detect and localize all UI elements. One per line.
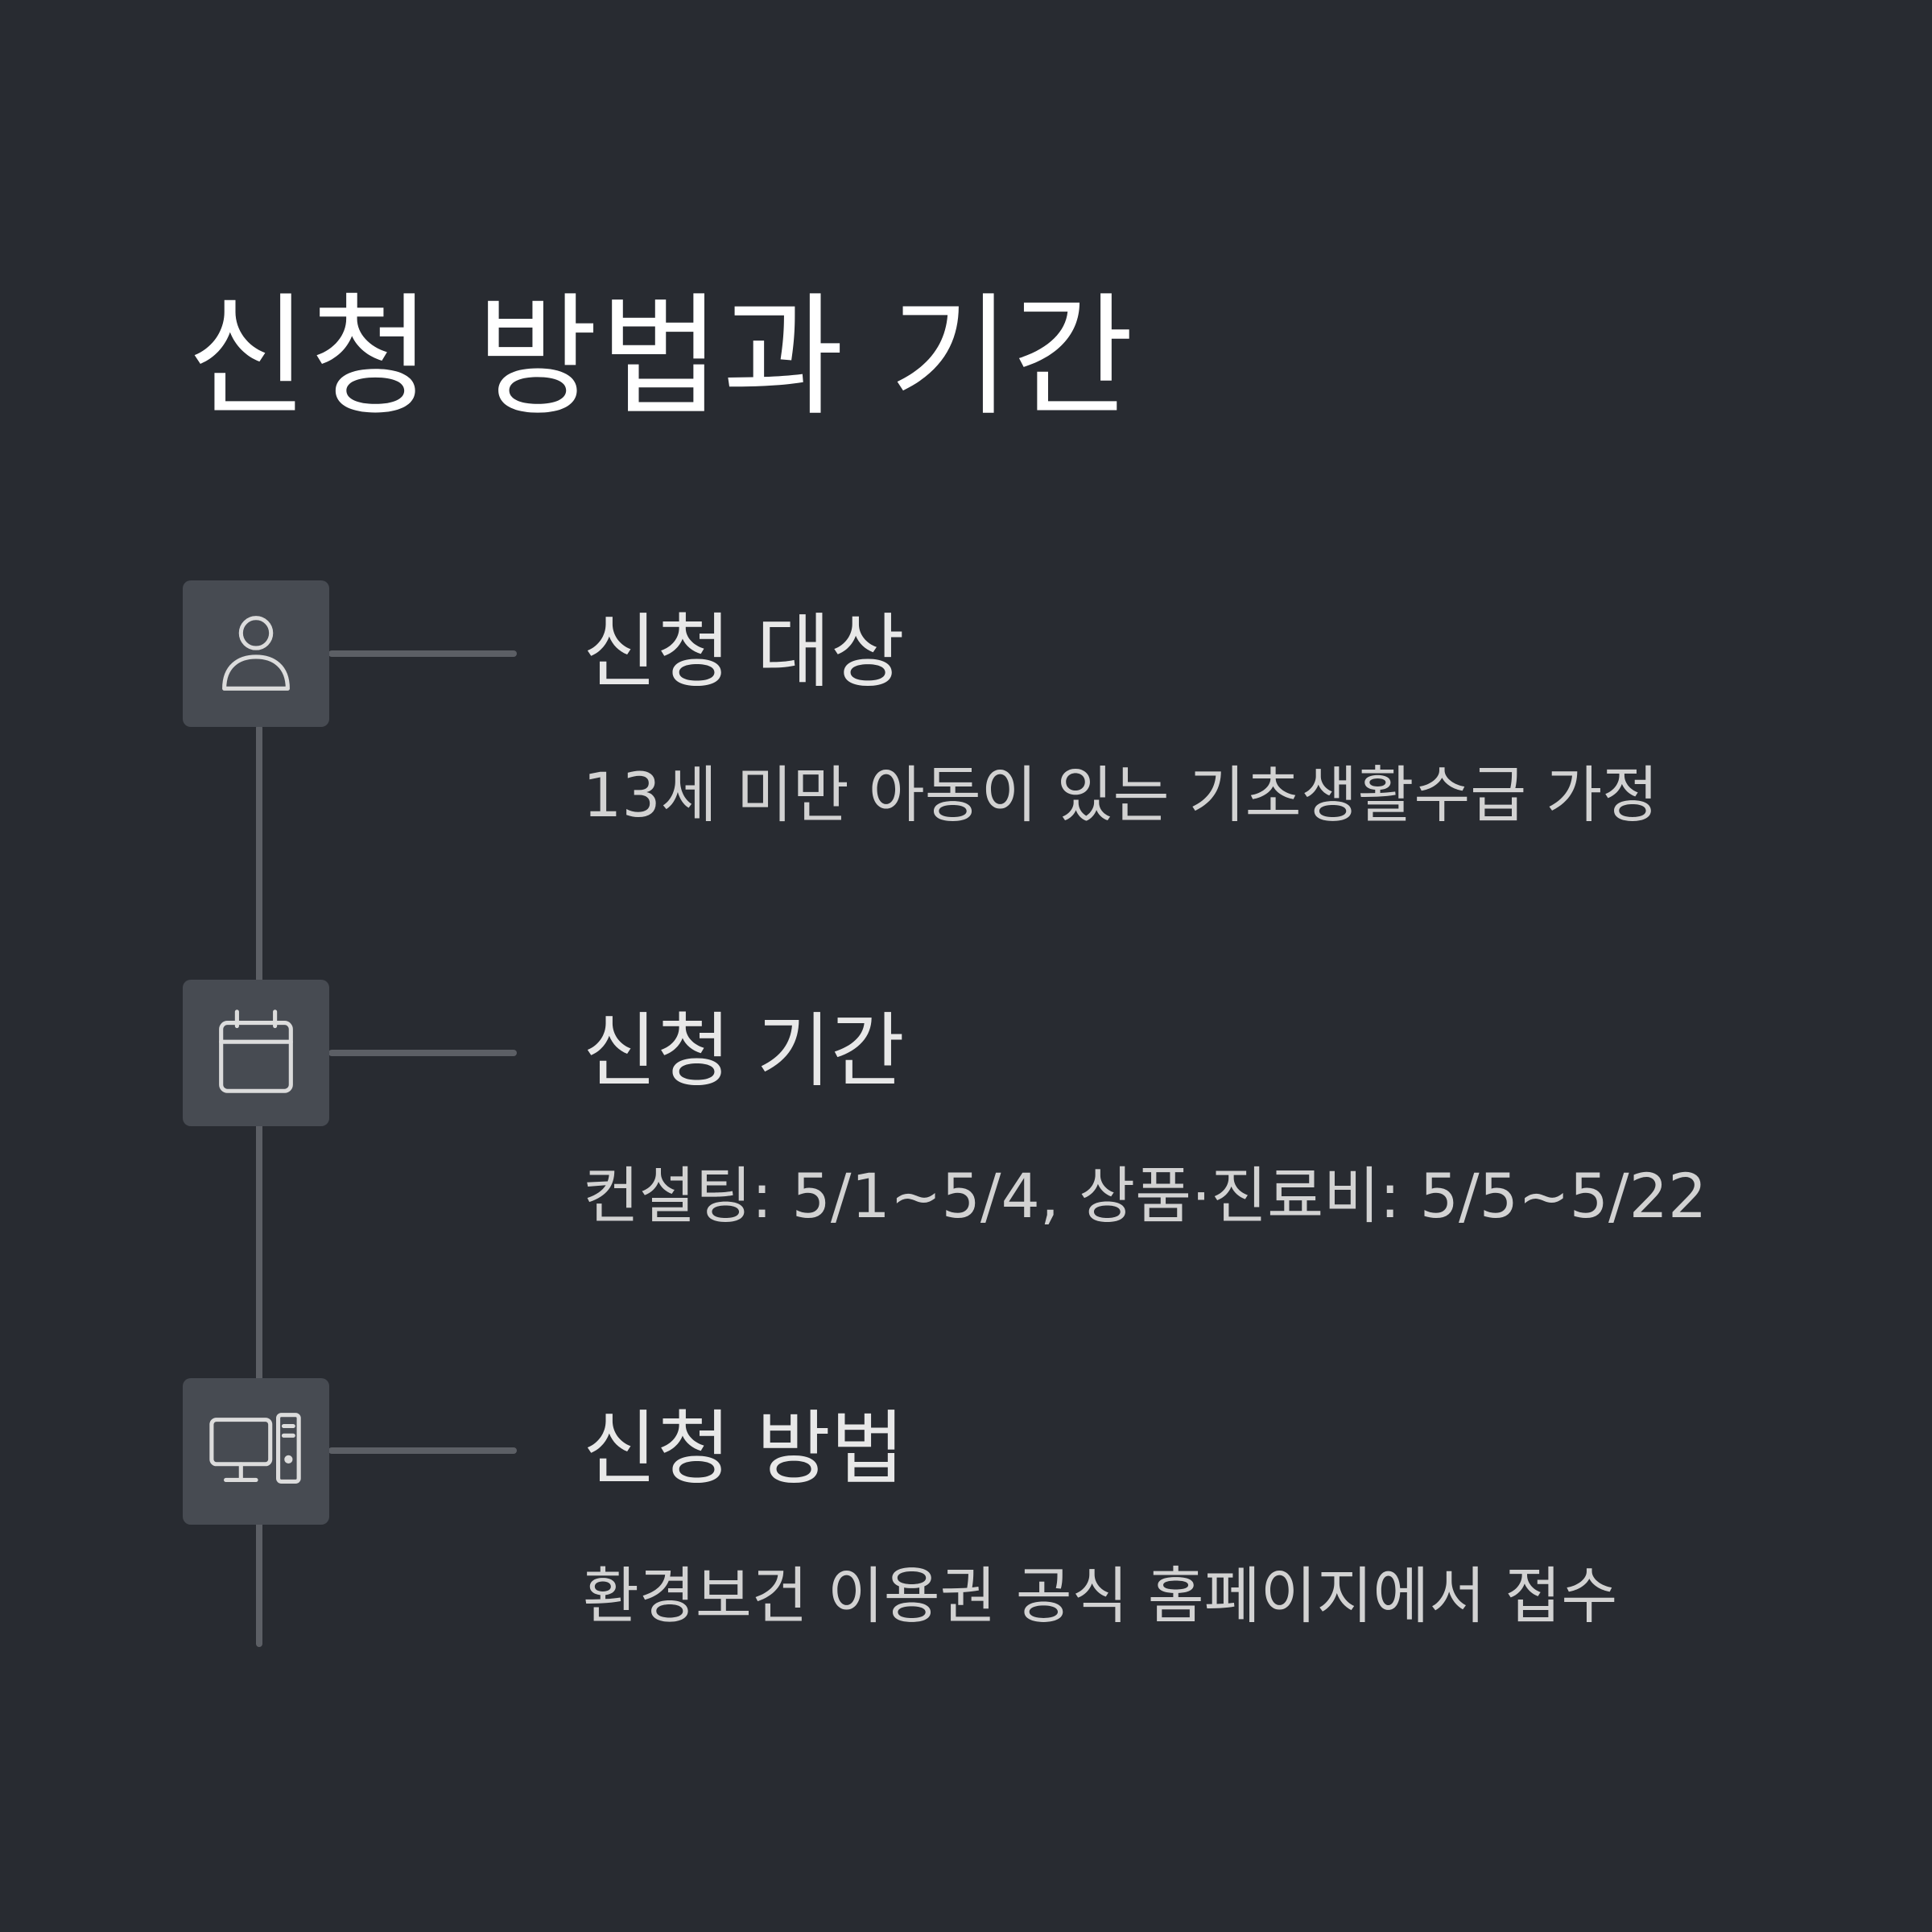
step-detail-method: 환경보건 이용권 공식 홈페이지에서 접수 <box>583 1560 1618 1632</box>
step-heading-target: 신청 대상 <box>583 605 905 699</box>
calendar-icon <box>219 1009 293 1093</box>
step-icon-box-period <box>183 980 329 1126</box>
step-icon-box-target <box>183 580 329 727</box>
step-detail-target: 13세 미만 아동이 있는 기초생활수급 가정 <box>583 759 1659 831</box>
step-heading-method: 신청 방법 <box>583 1402 905 1496</box>
step-heading-period: 신청 기간 <box>583 1004 905 1098</box>
step-connector <box>328 1447 517 1454</box>
step-connector <box>328 650 517 657</box>
timeline-line <box>256 724 262 1647</box>
page-title: 신청 방법과 기간 <box>187 280 1136 434</box>
desktop-computer-icon <box>209 1413 301 1484</box>
step-connector <box>328 1050 517 1056</box>
step-icon-box-method <box>183 1378 329 1525</box>
step-detail-period: 컨설팅: 5/1~5/4, 상품·진료비: 5/5~5/22 <box>583 1160 1707 1232</box>
person-icon <box>222 616 290 691</box>
